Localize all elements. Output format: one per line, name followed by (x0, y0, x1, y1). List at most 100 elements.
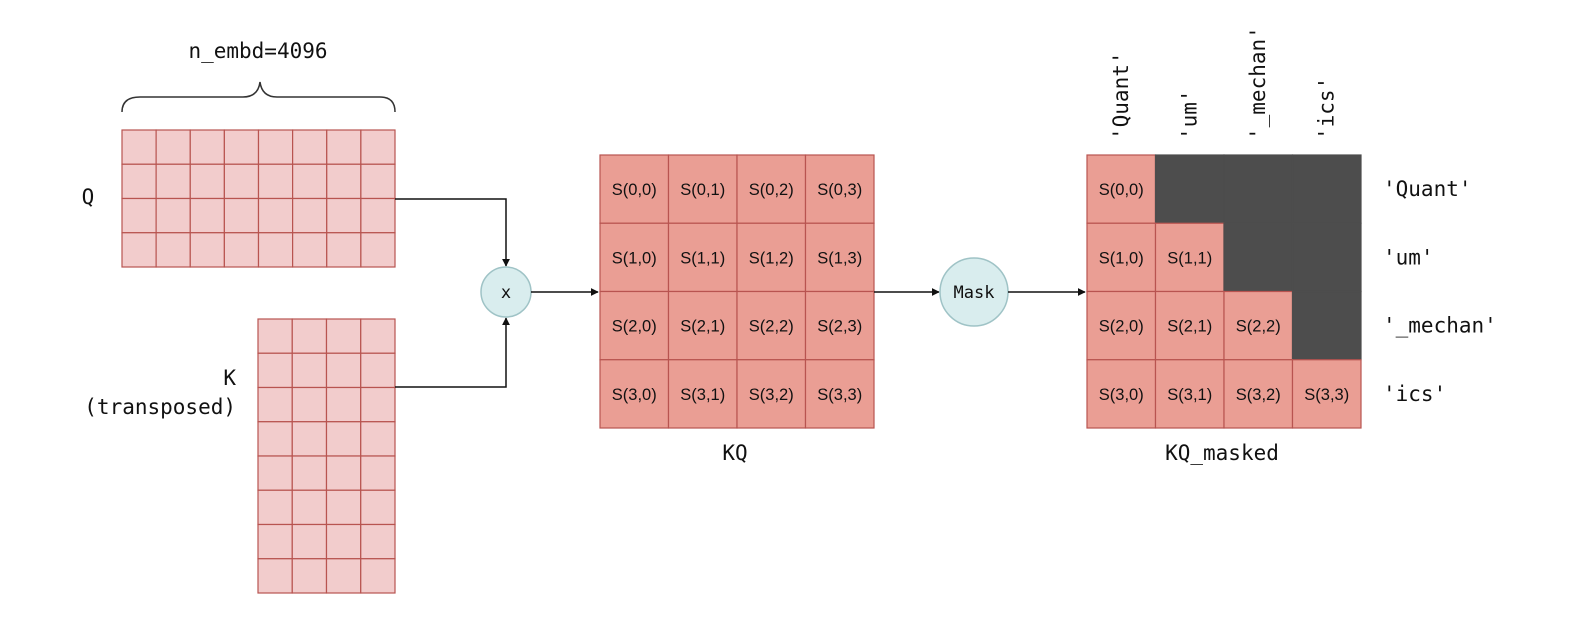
kq-masked-masked-cell (1154, 154, 1225, 224)
kq-cell-label: S(3,1) (680, 386, 725, 404)
kq-masked-cell-label: S(2,2) (1236, 318, 1281, 336)
kq-cell-label: S(0,0) (612, 181, 657, 199)
embedding-brace (121, 81, 396, 113)
k-matrix-cell (360, 318, 396, 354)
kq-cell (736, 290, 807, 361)
k-matrix (257, 318, 396, 594)
kq-masked-cell-label: S(0,0) (1099, 181, 1144, 199)
kq-masked-cell-label: S(1,1) (1167, 249, 1212, 267)
k-matrix-cell (325, 558, 362, 594)
kq-cell (804, 222, 875, 293)
kq-cell (804, 359, 875, 429)
k-matrix-cell (257, 489, 293, 526)
column-token-label: 'um' (1178, 89, 1202, 140)
kq-cell (599, 154, 670, 224)
k-matrix-cell (325, 421, 362, 457)
multiply-symbol: x (501, 283, 511, 303)
q-matrix-cell (189, 232, 225, 268)
kq-masked-cell-label: S(2,0) (1099, 318, 1144, 336)
kq-cell (667, 222, 738, 293)
k-matrix-cell (360, 421, 396, 457)
k-matrix-cell (325, 318, 362, 354)
q-matrix-cell (360, 163, 396, 200)
k-matrix-cell (360, 352, 396, 389)
kq-masked-cell-label: S(3,1) (1167, 386, 1212, 404)
q-matrix-cell (121, 232, 157, 268)
k-matrix-cell (325, 386, 362, 423)
q-matrix-cell (155, 163, 191, 200)
kq-cell-label: S(3,2) (749, 386, 794, 404)
q-matrix (121, 129, 396, 268)
kq-masked-cell (1223, 290, 1294, 361)
q-matrix-cell (189, 129, 225, 165)
column-token-label: 'Quant' (1109, 51, 1133, 140)
k-matrix-cell (360, 455, 396, 491)
q-matrix-cell (223, 232, 260, 268)
kq-cell-label: S(3,3) (817, 386, 862, 404)
kq-cell-label: S(0,2) (749, 181, 794, 199)
kq-cell (599, 222, 670, 293)
q-matrix-cell (360, 232, 396, 268)
k-matrix-cell (291, 318, 328, 354)
q-matrix-cell (257, 197, 294, 234)
kq-cell-label: S(1,0) (612, 249, 657, 267)
k-matrix-cell (257, 318, 293, 354)
q-matrix-cell (360, 197, 396, 234)
kq-cell-label: S(3,0) (612, 386, 657, 404)
kq-cell (599, 359, 670, 429)
k-matrix-cell (257, 421, 293, 457)
q-matrix-cell (223, 129, 260, 165)
k-matrix-cell (291, 489, 328, 526)
k-matrix-cell (257, 386, 293, 423)
q-matrix-cell (257, 163, 294, 200)
kq-cell-label: S(1,3) (817, 249, 862, 267)
row-token-label: 'ics' (1383, 382, 1446, 406)
mask-label: Mask (954, 283, 995, 303)
kq-cell-label: S(2,1) (680, 318, 725, 336)
kq-masked-cell-label: S(3,0) (1099, 386, 1144, 404)
q-matrix-cell (360, 129, 396, 165)
kq-masked-masked-cell (1223, 154, 1294, 224)
q-to-multiply-arrow (395, 198, 510, 267)
row-token-label: '_mechan' (1383, 314, 1497, 338)
k-matrix-cell (291, 421, 328, 457)
q-matrix-cell (223, 197, 260, 234)
kq-cell-label: S(0,3) (817, 181, 862, 199)
kq-cell (667, 359, 738, 429)
kq-cell (804, 154, 875, 224)
k-matrix-cell (291, 523, 328, 560)
kq-masked-masked-cell (1291, 290, 1362, 361)
kq-masked-masked-cell (1291, 222, 1362, 293)
kq-cell-label: S(2,3) (817, 318, 862, 336)
row-token-labels: 'Quant''um''_mechan''ics' (1383, 177, 1497, 406)
kq-cell-label: S(1,2) (749, 249, 794, 267)
q-matrix-cell (155, 129, 191, 165)
kq-masked-cell-label: S(3,2) (1236, 386, 1281, 404)
k-to-multiply-arrow (395, 317, 510, 388)
q-matrix-cell (121, 163, 157, 200)
q-matrix-cell (292, 129, 328, 165)
kq-matrix: S(0,0)S(0,1)S(0,2)S(0,3)S(1,0)S(1,1)S(1,… (599, 154, 875, 429)
kq-masked-cell (1086, 154, 1157, 224)
kq-masked-matrix: S(0,0)S(1,0)S(1,1)S(2,0)S(2,1)S(2,2)S(3,… (1086, 154, 1362, 429)
kq-masked-cell (1223, 359, 1294, 429)
embedding-dim-label: n_embd=4096 (188, 39, 327, 63)
kq-label: KQ (722, 441, 747, 465)
k-matrix-cell (291, 558, 328, 594)
k-matrix-cell (325, 489, 362, 526)
column-token-label: '_mechan' (1246, 26, 1270, 140)
k-matrix-cell (257, 523, 293, 560)
kq-masked-cell (1154, 359, 1225, 429)
q-matrix-cell (326, 129, 362, 165)
kq-masked-masked-cell (1223, 222, 1294, 293)
q-matrix-cell (155, 197, 191, 234)
q-matrix-cell (326, 232, 362, 268)
q-label: Q (82, 185, 95, 209)
q-matrix-cell (189, 163, 225, 200)
k-matrix-cell (291, 455, 328, 491)
q-matrix-cell (326, 197, 362, 234)
kq-cell-label: S(0,1) (680, 181, 725, 199)
kq-masked-cell (1086, 359, 1157, 429)
kq-masked-cell (1086, 222, 1157, 293)
